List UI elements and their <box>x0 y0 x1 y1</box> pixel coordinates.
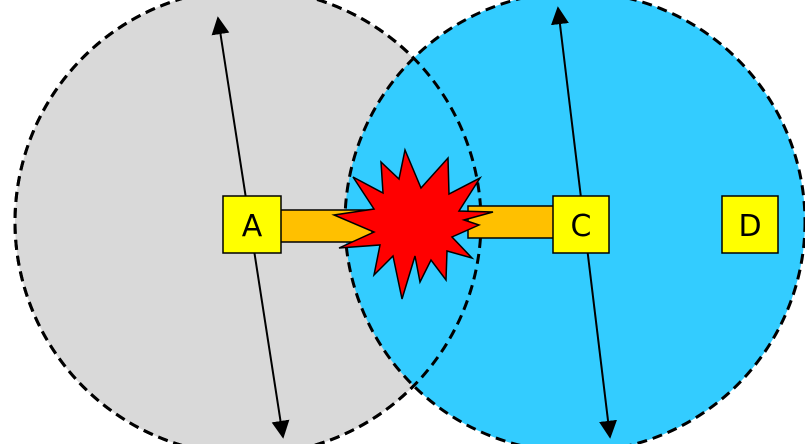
node-a: A <box>222 195 282 254</box>
node-c-box <box>552 195 610 254</box>
node-c-label: C <box>571 209 592 244</box>
collision-icon <box>331 147 494 300</box>
node-d-label: D <box>738 209 761 244</box>
node-c: C <box>552 195 610 254</box>
node-a-label: A <box>242 209 263 244</box>
node-d-box <box>721 195 779 254</box>
node-d: D <box>721 195 779 254</box>
node-a-box <box>222 195 282 254</box>
transmission-link-c <box>467 205 555 239</box>
